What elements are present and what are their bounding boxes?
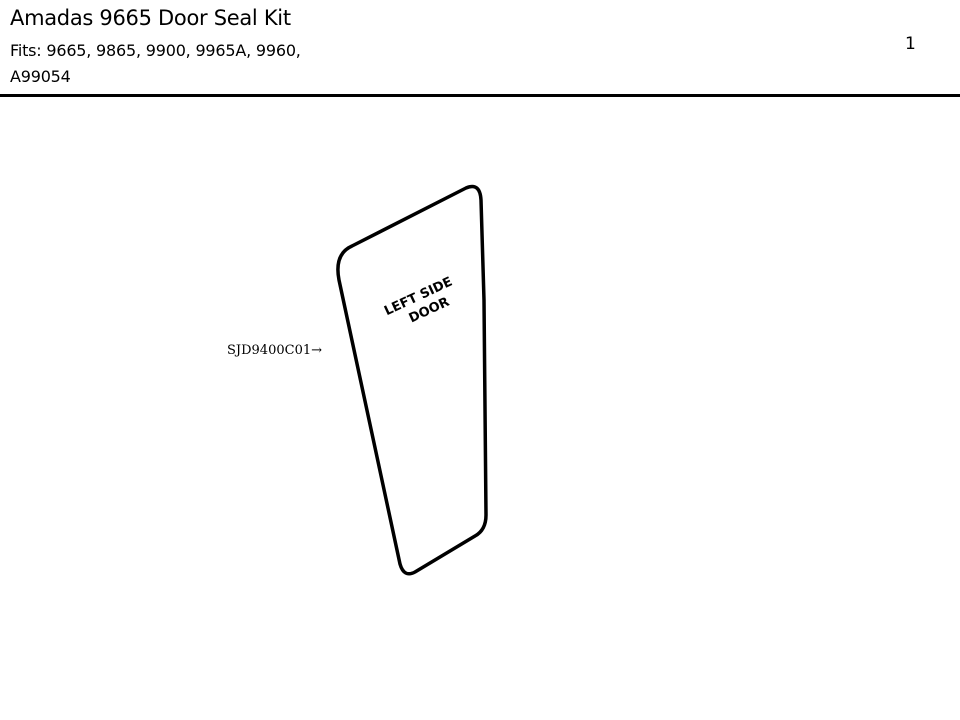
fits-models: Fits: 9665, 9865, 9900, 9965A, 9960, A99… xyxy=(10,41,301,86)
left-door-seal-outline xyxy=(336,184,488,576)
page-number: 1 xyxy=(905,34,916,54)
page-title: Amadas 9665 Door Seal Kit xyxy=(10,6,291,30)
header-divider xyxy=(0,94,960,97)
part-number-callout: SJD9400C01→ xyxy=(227,343,323,358)
